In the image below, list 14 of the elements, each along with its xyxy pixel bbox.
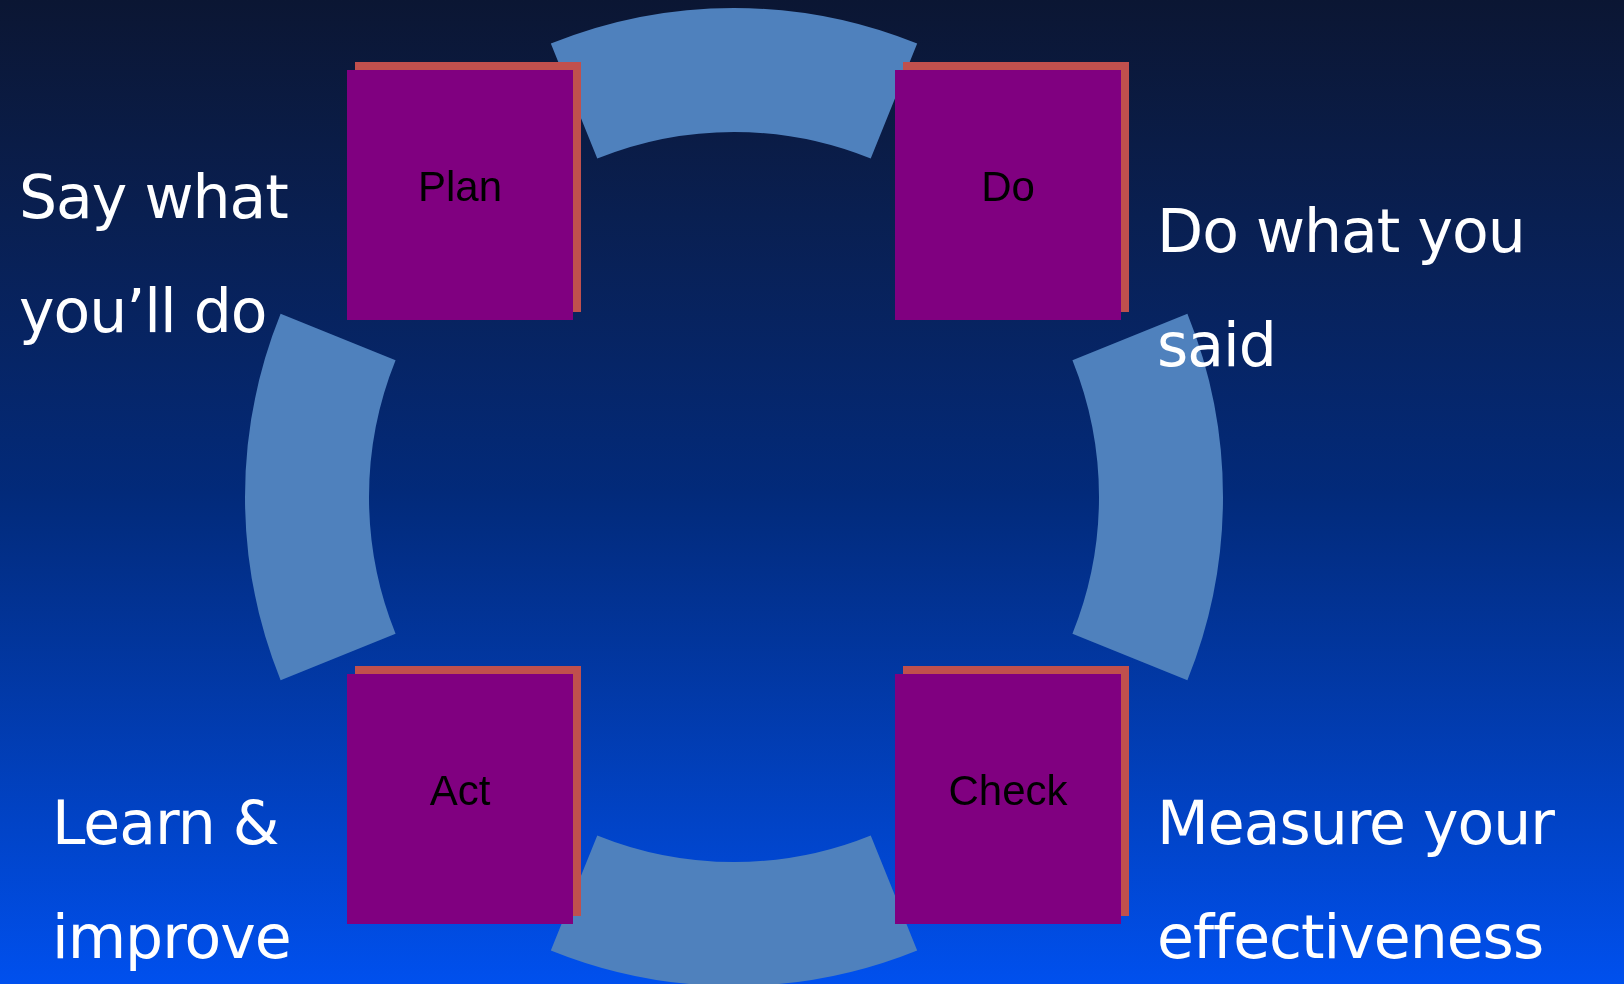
step-description: Do what you said bbox=[1157, 195, 1526, 382]
step-description: Learn & improve bbox=[52, 787, 292, 974]
step-box bbox=[895, 674, 1121, 924]
step-box bbox=[347, 674, 573, 924]
arc-connector bbox=[554, 834, 914, 984]
step-box bbox=[895, 70, 1121, 320]
step-box bbox=[347, 70, 573, 320]
step-description: Say what you’ll do bbox=[19, 161, 289, 348]
step-label: Plan bbox=[417, 166, 503, 208]
step-label: Do bbox=[981, 166, 1035, 208]
step-label: Check bbox=[948, 770, 1068, 812]
step-description: Measure your effectiveness bbox=[1157, 787, 1556, 974]
step-label: Act bbox=[429, 770, 491, 812]
arc-connector bbox=[554, 8, 914, 160]
